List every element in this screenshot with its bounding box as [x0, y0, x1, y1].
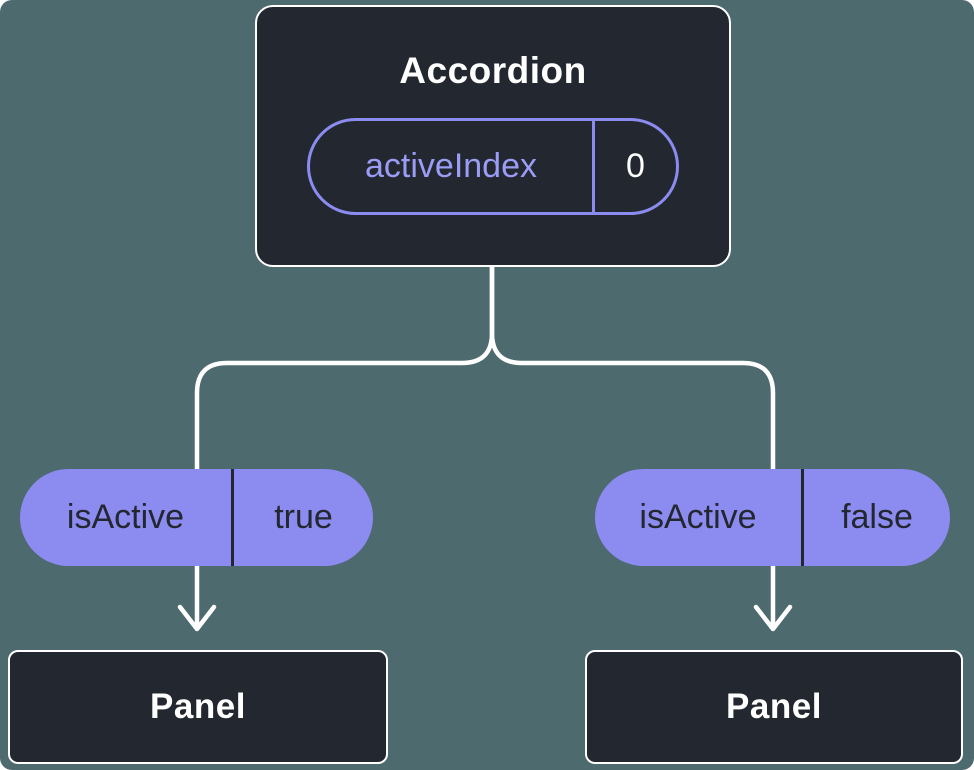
prop-pill-divider [231, 469, 234, 566]
accordion-node-title: Accordion [399, 50, 587, 91]
panel-node-right: Panel [585, 650, 963, 764]
prop-name-label: isActive [639, 498, 757, 536]
state-name-label: activeIndex [365, 147, 537, 185]
prop-value-label: false [841, 498, 913, 536]
panel-node-title: Panel [150, 687, 246, 726]
prop-pill-divider [801, 469, 804, 566]
prop-name-label: isActive [66, 498, 185, 536]
state-value-label: 0 [626, 147, 645, 185]
accordion-node: Accordion activeIndex 0 [255, 5, 731, 267]
right-arrowhead-icon [753, 604, 793, 632]
state-pill-divider [592, 121, 595, 212]
panel-node-left: Panel [8, 650, 388, 764]
prop-pill-isactive-left: isActive true [20, 469, 373, 566]
left-arrowhead-icon [177, 604, 217, 632]
connector-right-branch [489, 263, 776, 629]
connector-left-branch [194, 263, 495, 629]
prop-value-label: true [274, 498, 333, 536]
state-pill-activeindex: activeIndex 0 [307, 118, 679, 215]
panel-node-title: Panel [726, 687, 822, 726]
prop-pill-isactive-right: isActive false [595, 469, 950, 566]
